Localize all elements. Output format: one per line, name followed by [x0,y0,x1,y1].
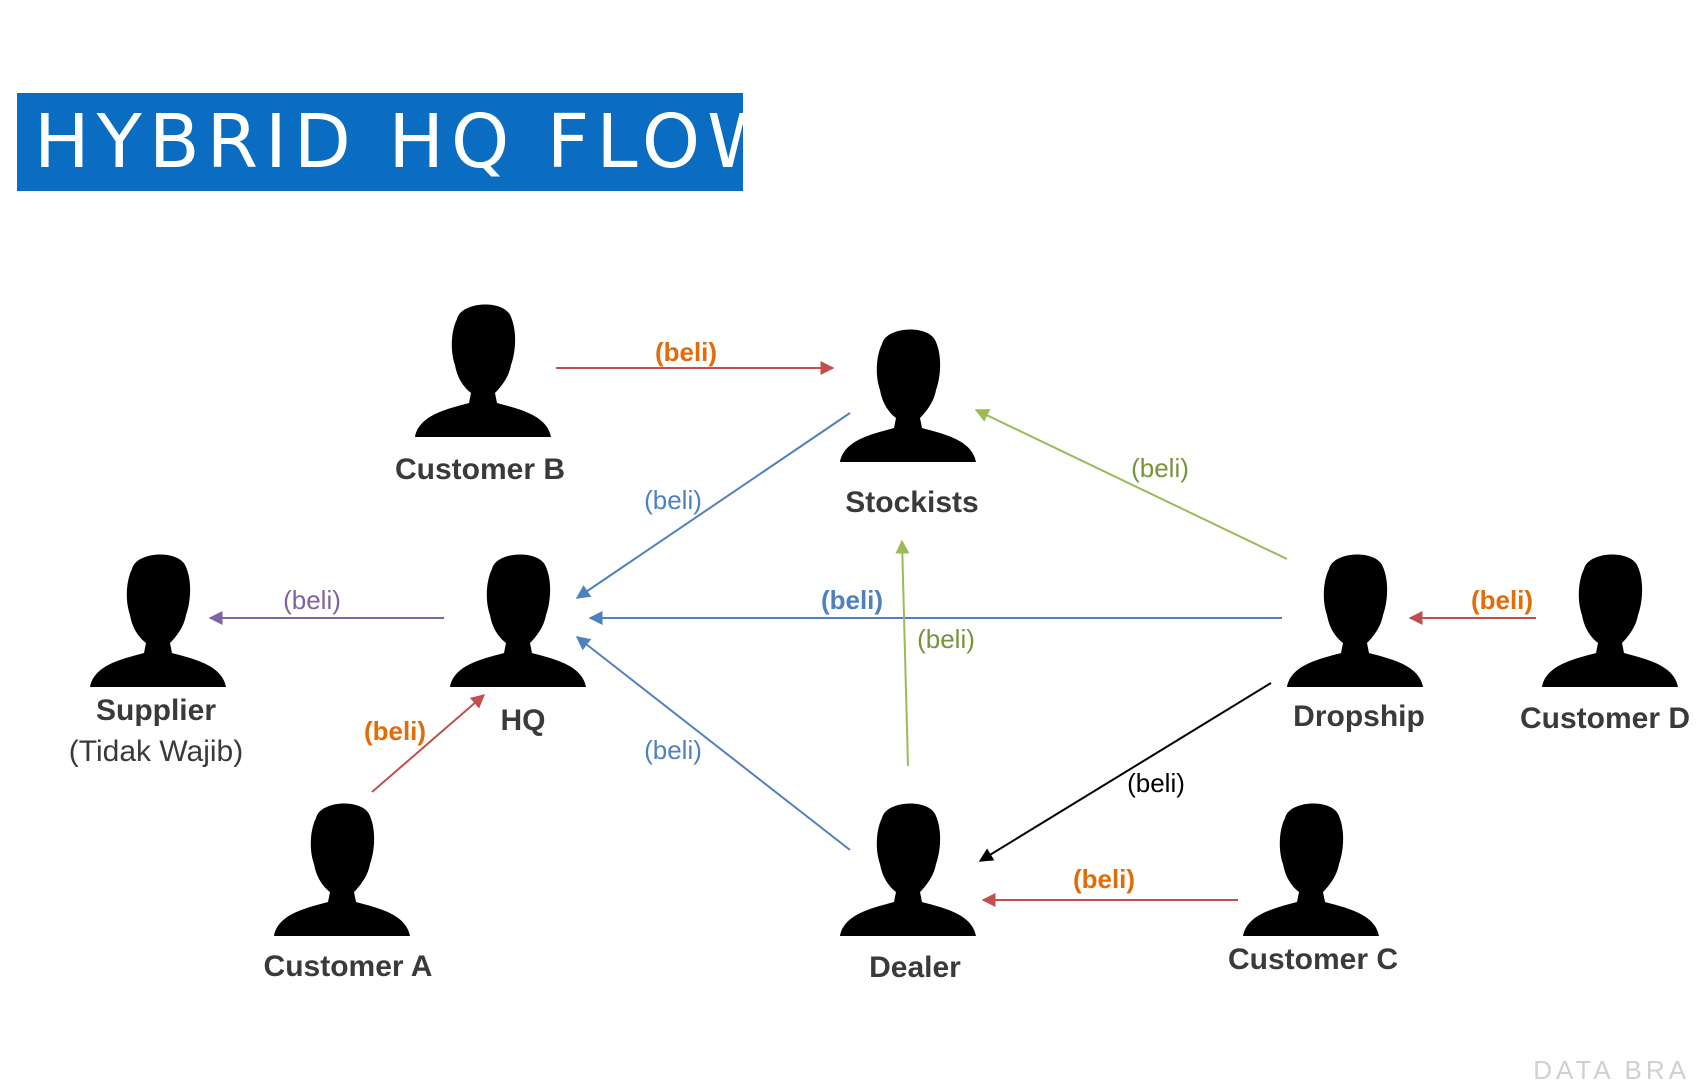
node-supplier: Supplier (Tidak Wajib) [69,554,243,768]
person-icon [450,554,586,687]
node-sublabel: (Tidak Wajib) [69,735,243,768]
edge-label: (beli) [1131,453,1189,483]
edge-label: (beli) [364,716,426,746]
node-customer-b: Customer B [395,304,565,486]
node-label: Dealer [869,951,961,984]
person-icon [1287,554,1423,687]
person-icon [90,554,226,687]
person-icon [1243,803,1379,936]
edge-label: (beli) [644,735,702,765]
person-icon [840,803,976,936]
node-label: HQ [501,704,546,737]
arrow-dealer-to-hq [575,636,851,851]
node-label: Customer C [1228,943,1398,976]
edge-label: (beli) [283,585,341,615]
person-icon [840,329,976,462]
node-dealer: Dealer [840,803,976,984]
edge-label: (beli) [821,585,883,615]
node-label: Customer B [395,453,565,486]
arrow-dealer-to-stockists [895,539,910,767]
watermark: DATA BRA [1533,1055,1690,1085]
person-icon [415,304,551,437]
edge-label: (beli) [1127,768,1185,798]
node-stockists: Stockists [840,329,979,519]
node-hq: HQ [450,554,586,737]
node-customer-a: Customer A [264,803,433,983]
edge-label: (beli) [655,337,717,367]
edge-label: (beli) [1073,864,1135,894]
node-label: Supplier [96,694,216,727]
arrow-customer-a-to-hq [371,694,486,793]
edge-label: (beli) [644,485,702,515]
node-label: Dropship [1293,700,1425,733]
node-dropship: Dropship [1287,554,1425,733]
edges-layer: (beli) (beli) (beli) (beli) (beli) (beli) (bel… [208,337,1536,907]
arrow-dropship-to-stockists [974,409,1288,560]
arrow-stockists-to-hq [575,412,851,599]
arrow-dropship-to-dealer [978,682,1272,862]
node-customer-c: Customer C [1228,803,1398,976]
node-label: Customer D [1520,702,1690,735]
node-label: Customer A [264,950,433,983]
edge-label: (beli) [917,624,975,654]
page-title: HYBRID HQ FLOW [17,93,743,191]
person-icon [1542,554,1678,687]
node-label: Stockists [845,486,978,519]
node-customer-d: Customer D [1520,554,1690,735]
person-icon [274,803,410,936]
edge-label: (beli) [1471,585,1533,615]
